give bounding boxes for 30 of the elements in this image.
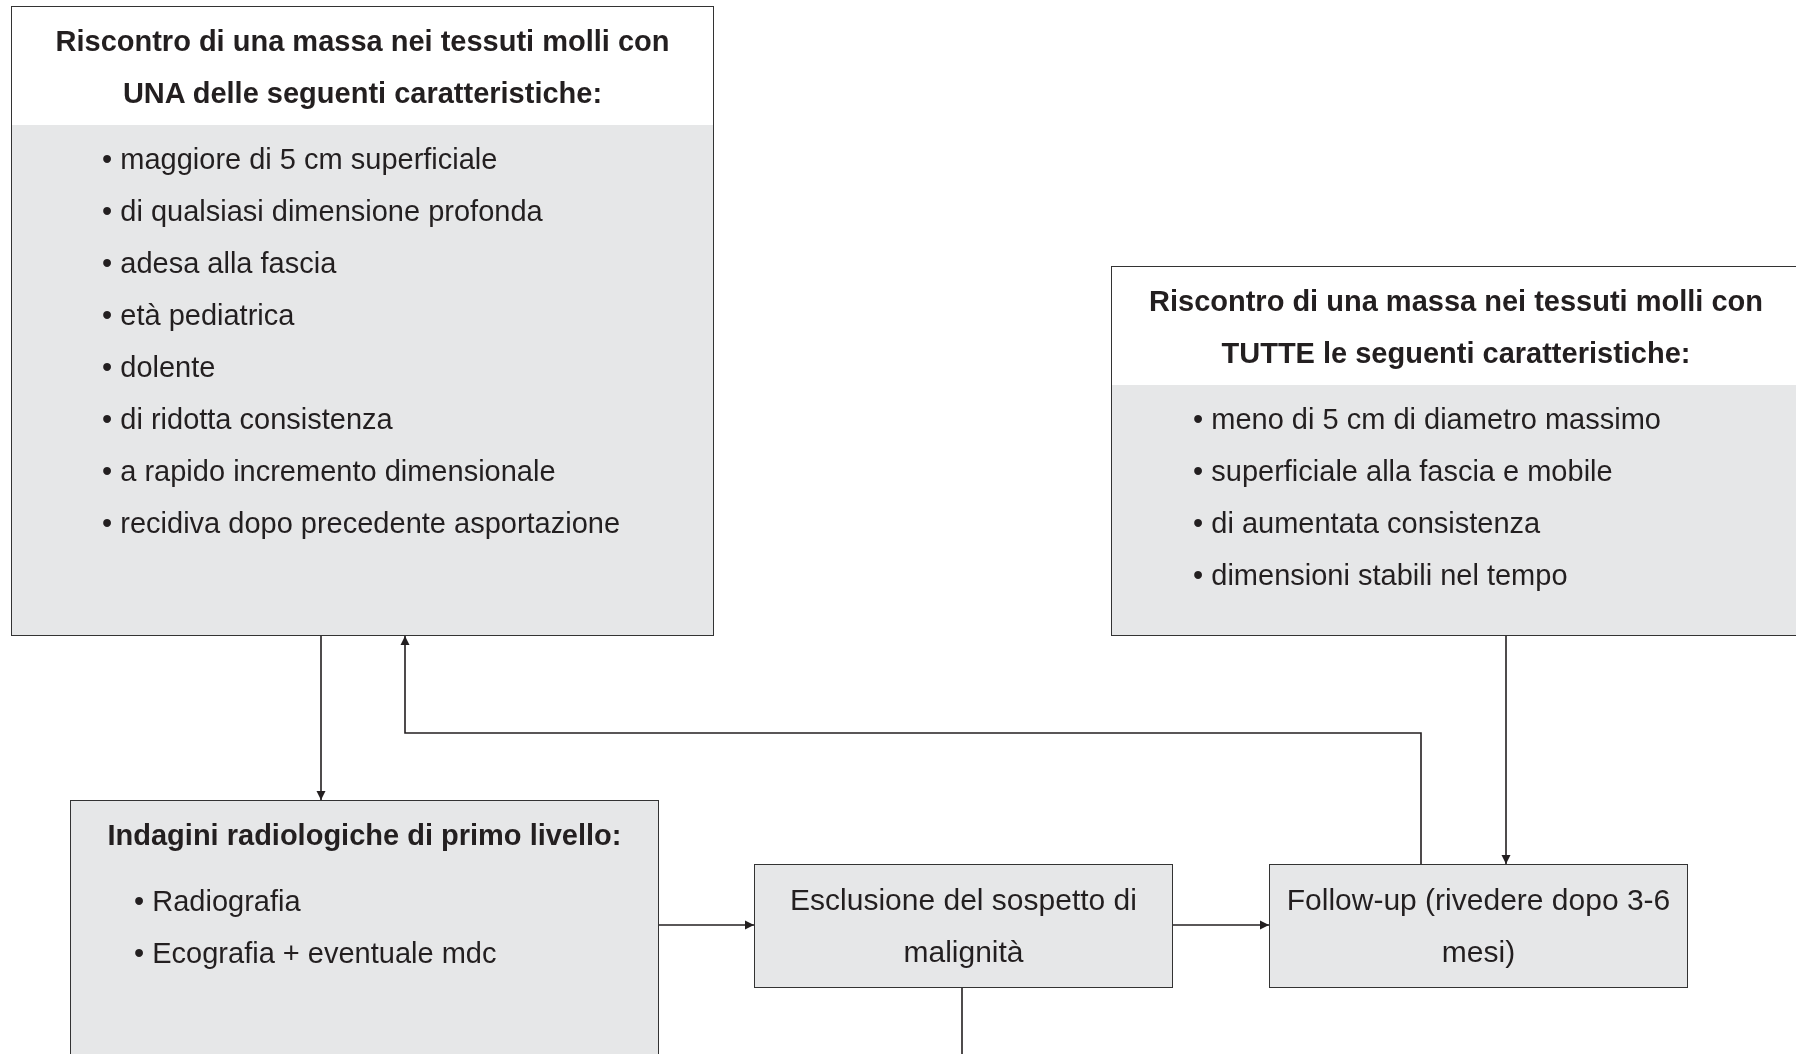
- arrow: [400, 635, 1422, 865]
- process-box: [70, 800, 659, 1054]
- bullet-item: • età pediatrica: [101, 298, 296, 333]
- bullet-item: • maggiore di 5 cm superficiale: [101, 142, 499, 177]
- bullet-item: • Ecografia + eventuale mdc: [133, 936, 498, 971]
- arrow: [1172, 920, 1270, 930]
- arrow: [658, 920, 755, 930]
- box-heading: Indagini radiologiche di primo livello:: [106, 818, 623, 853]
- bullet-item: • dimensioni stabili nel tempo: [1192, 558, 1569, 593]
- connector-line: [961, 987, 963, 1054]
- bullet-item: • a rapido incremento dimensionale: [101, 454, 557, 489]
- bullet-item: • meno di 5 cm di diametro massimo: [1192, 402, 1662, 437]
- box-text: Esclusione del sospetto di malignità: [789, 882, 1138, 970]
- bullet-item: • superficiale alla fascia e mobile: [1192, 454, 1614, 489]
- process-box: [1111, 266, 1796, 636]
- bullet-item: • Radiografia: [133, 884, 302, 919]
- arrow: [1501, 635, 1511, 865]
- bullet-item: • di aumentata consistenza: [1192, 506, 1542, 541]
- box-heading: Riscontro di una massa nei tessuti molli con UNA delle seguenti caratteristiche:: [12, 7, 713, 125]
- bullet-item: • di ridotta consistenza: [101, 402, 394, 437]
- box-heading: Riscontro di una massa nei tessuti molli con TUTTE le seguenti caratteristiche:: [1112, 267, 1796, 385]
- bullet-item: • recidiva dopo precedente asportazione: [101, 506, 622, 541]
- process-box: [754, 864, 1173, 988]
- bullet-item: • di qualsiasi dimensione profonda: [101, 194, 544, 229]
- process-box: [1269, 864, 1688, 988]
- arrow: [316, 635, 326, 801]
- process-box: [11, 6, 714, 636]
- bullet-item: • adesa alla fascia: [101, 246, 338, 281]
- bullet-item: • dolente: [101, 350, 217, 385]
- box-text: Follow-up (rivedere dopo 3-6 mesi): [1285, 882, 1672, 970]
